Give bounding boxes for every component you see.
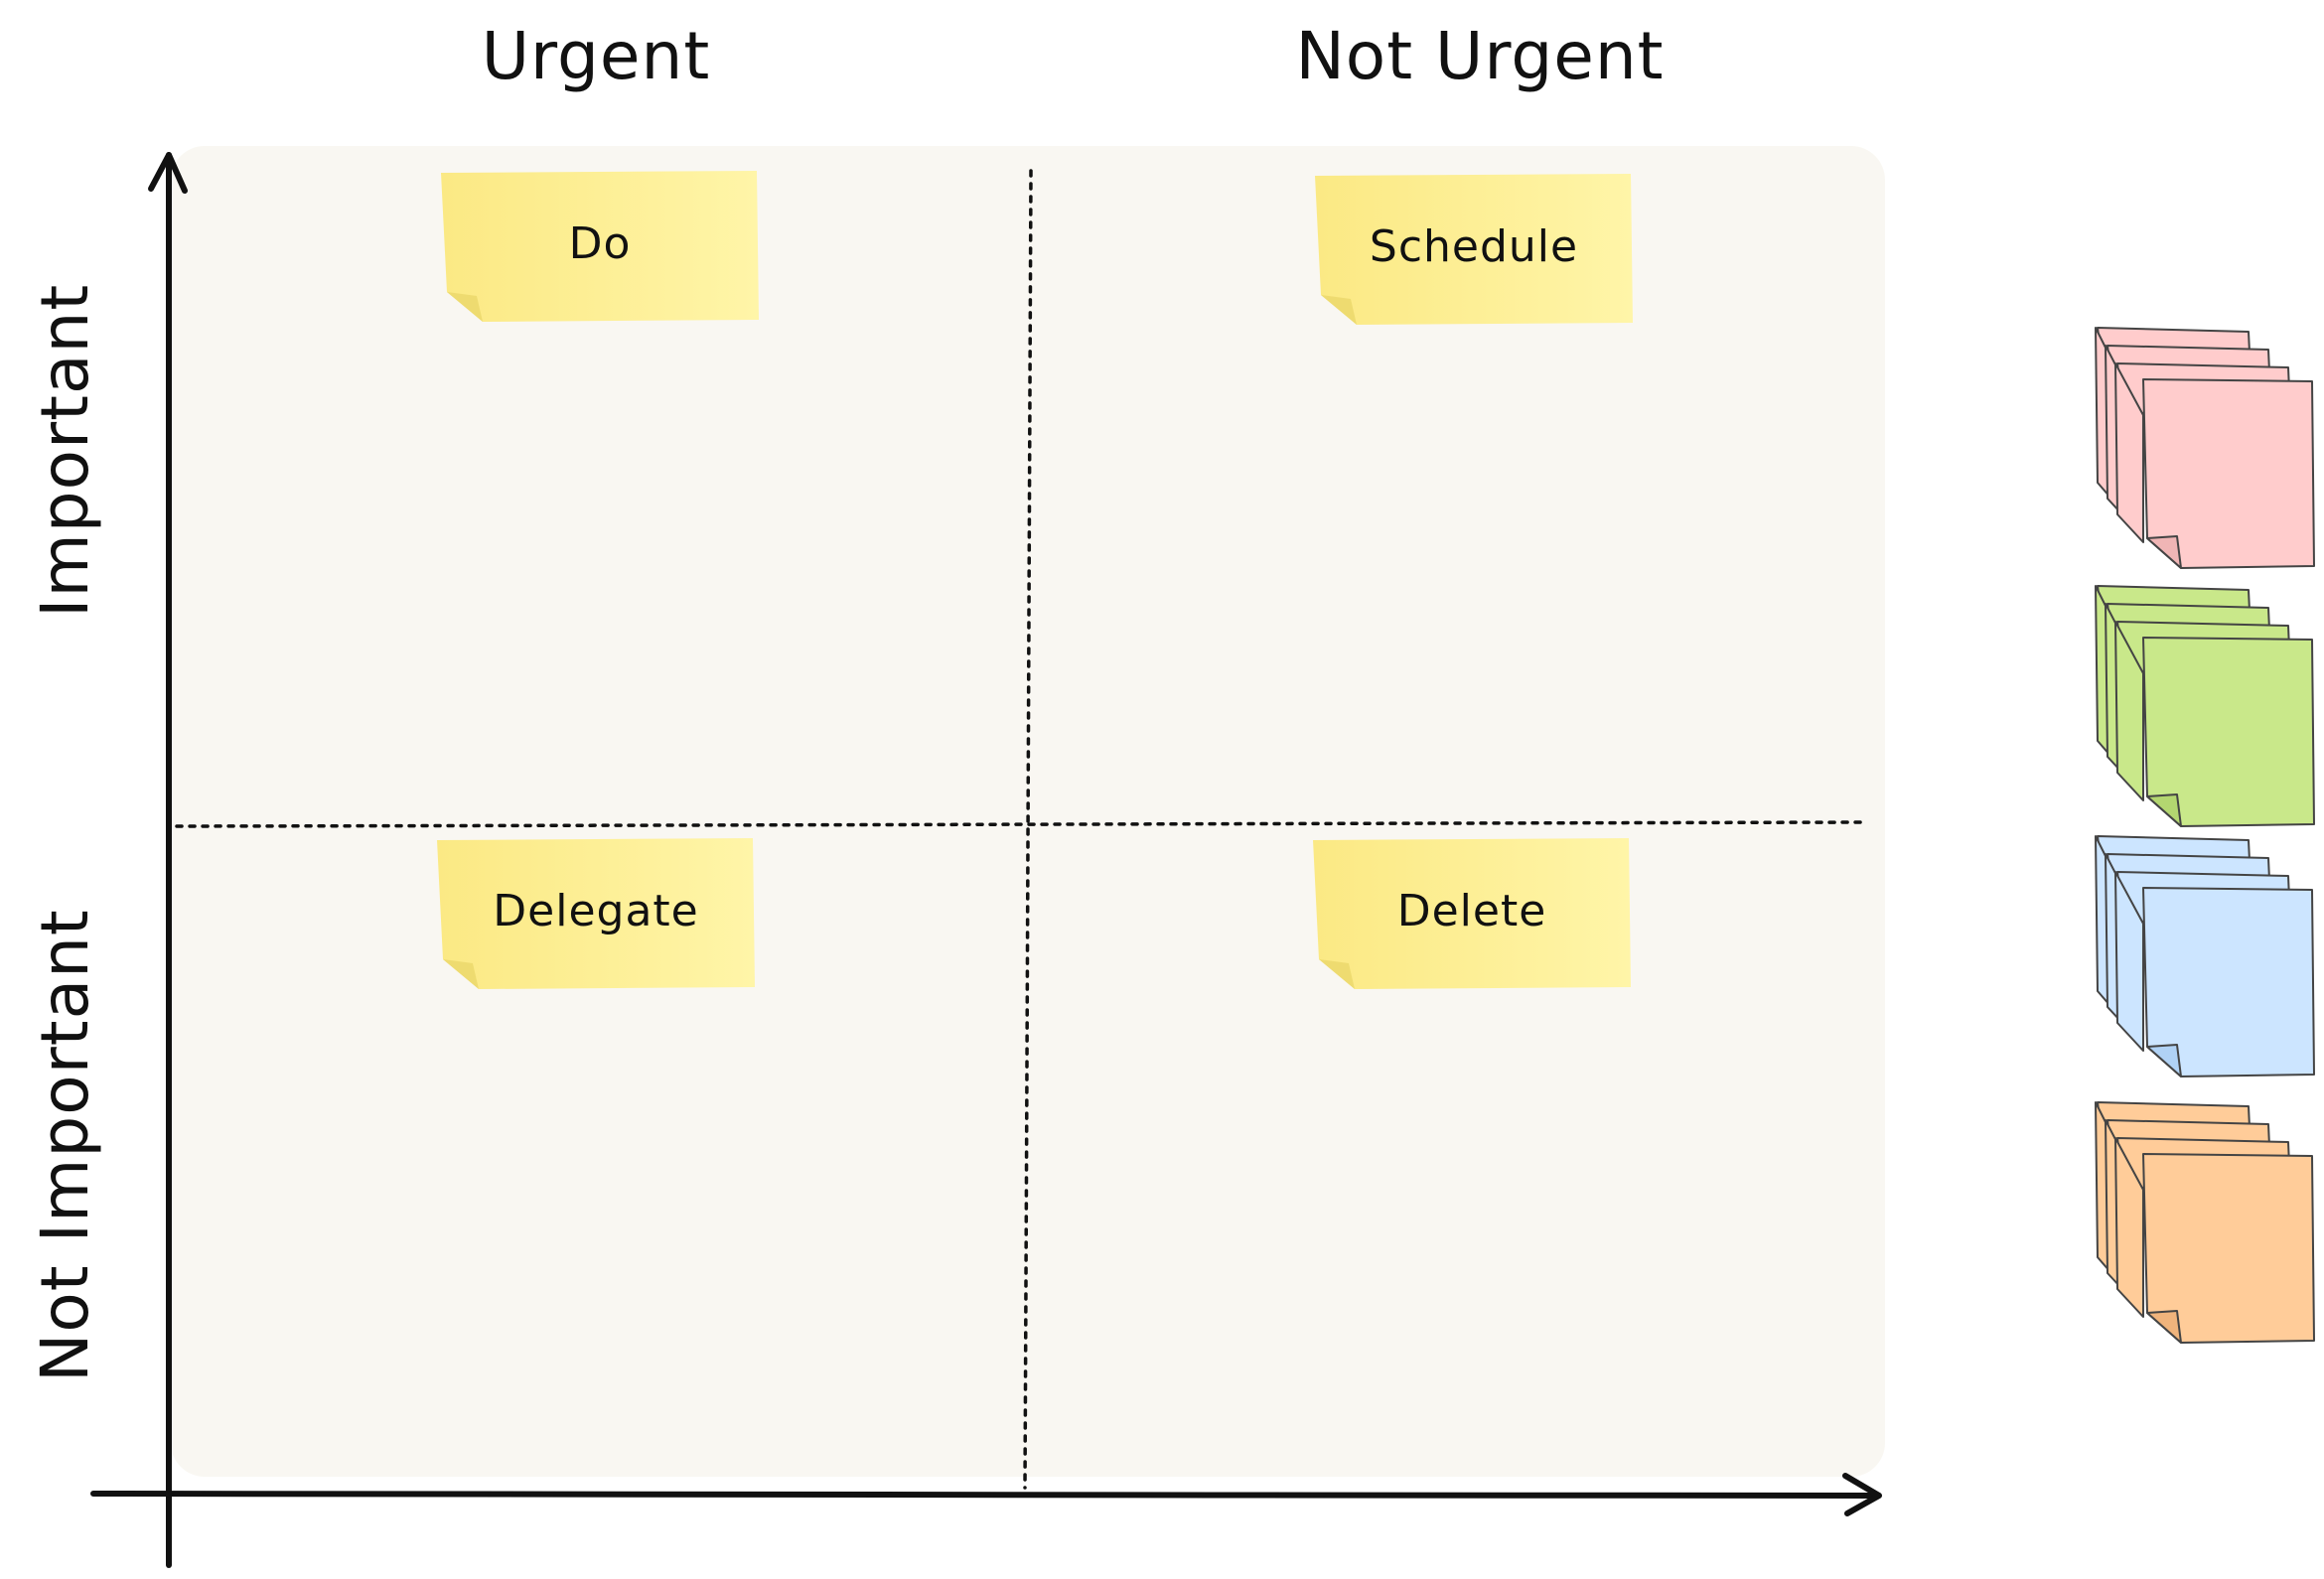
sticky-note-stack-orange-icon[interactable] <box>2094 1098 2322 1347</box>
quadrant-note-schedule-label: Schedule <box>1369 221 1579 272</box>
sticky-note-icon <box>437 838 755 989</box>
row-label-not-important: Not Important <box>27 909 103 1382</box>
quadrant-note-delete-label: Delete <box>1396 886 1547 936</box>
horizontal-axis <box>90 1491 1880 1499</box>
sticky-note-stack-green-icon[interactable] <box>2094 582 2322 830</box>
row-label-important: Important <box>27 283 103 618</box>
quadrant-note-delegate[interactable]: Delegate <box>437 838 755 989</box>
sticky-note-stack-red-icon[interactable] <box>2094 324 2322 572</box>
sticky-note-icon <box>1315 174 1633 325</box>
quadrant-note-delete[interactable]: Delete <box>1313 838 1631 989</box>
sticky-note-icon <box>1313 838 1631 989</box>
quadrant-note-delegate-label: Delegate <box>493 886 699 936</box>
quadrant-note-do[interactable]: Do <box>441 171 759 322</box>
quadrant-note-schedule[interactable]: Schedule <box>1315 174 1633 325</box>
sticky-note-stack-blue-icon[interactable] <box>2094 832 2322 1080</box>
matrix-board <box>171 146 1885 1477</box>
column-label-urgent: Urgent <box>481 18 711 94</box>
quadrant-note-do-label: Do <box>568 218 632 269</box>
vertical-axis <box>165 152 173 1568</box>
horizontal-axis-arrowhead <box>1842 1473 1882 1516</box>
column-label-not-urgent: Not Urgent <box>1295 18 1665 94</box>
sticky-note-icon <box>441 171 759 322</box>
